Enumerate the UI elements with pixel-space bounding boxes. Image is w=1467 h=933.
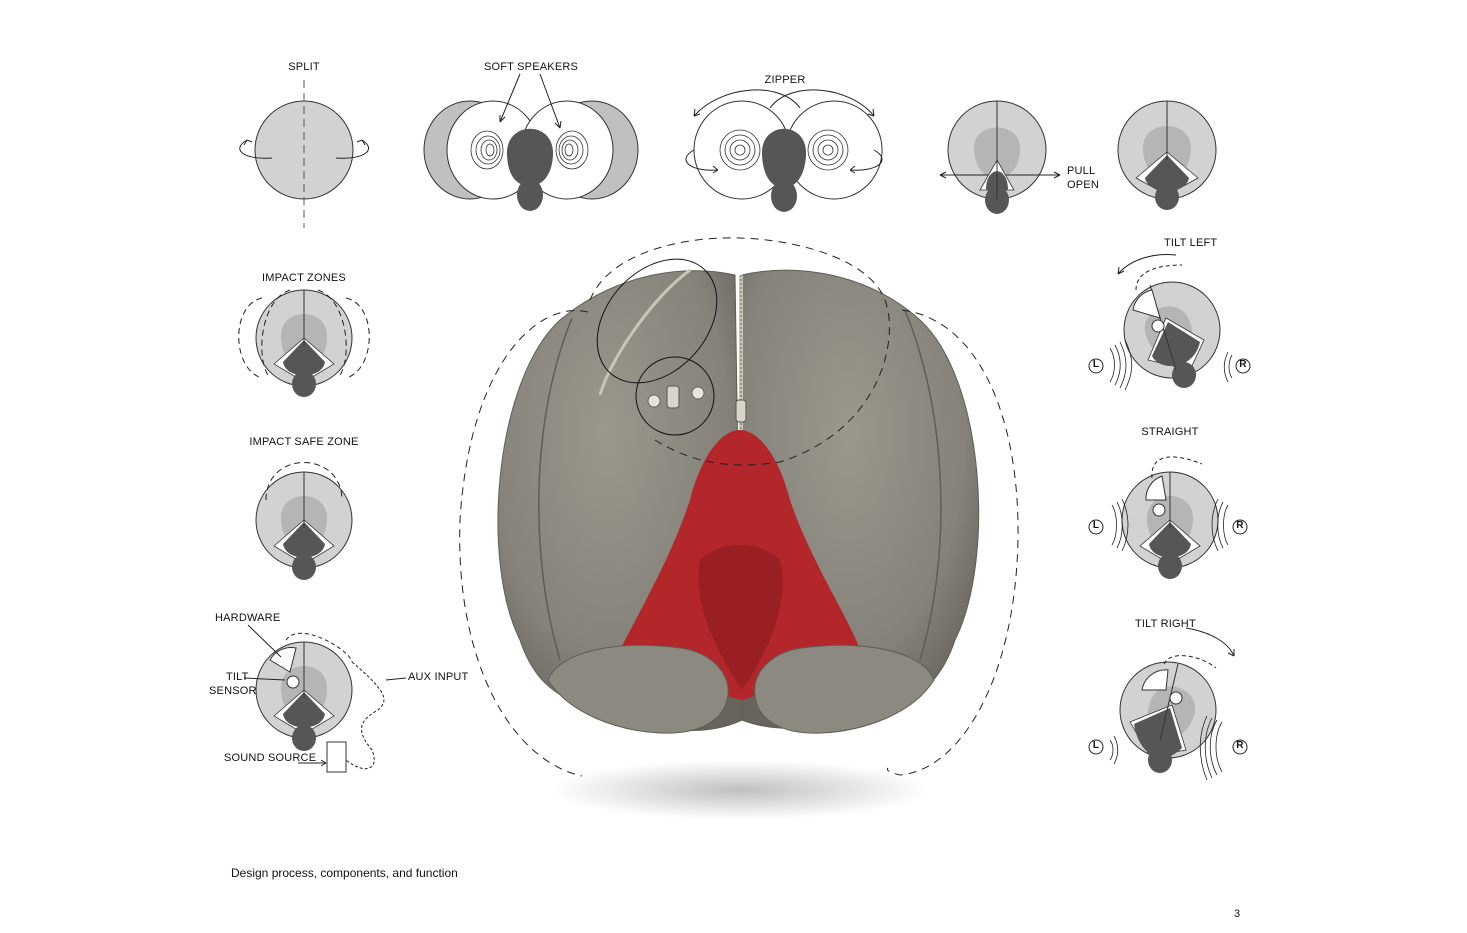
- marker-right-3: R: [1236, 740, 1244, 751]
- label-split: SPLIT: [288, 61, 320, 73]
- label-tilt: TILT: [226, 671, 249, 683]
- figure-caption: Design process, components, and function: [231, 866, 458, 880]
- tilt-left-diagram: [1109, 253, 1233, 391]
- tilt-right-diagram: [1109, 627, 1235, 781]
- label-soft-speakers: SOFT SPEAKERS: [483, 61, 579, 73]
- label-open: OPEN: [1067, 179, 1099, 191]
- label-tilt-right: TILT RIGHT: [1135, 618, 1196, 630]
- label-zipper: ZIPPER: [764, 74, 806, 86]
- label-tilt-left: TILT LEFT: [1164, 237, 1218, 249]
- marker-left-2: L: [1092, 520, 1100, 531]
- marker-left-1: L: [1092, 359, 1100, 370]
- pillow-dashed-outlines: [459, 237, 1019, 777]
- marker-left-3: L: [1092, 740, 1100, 751]
- straight-diagram: [1111, 456, 1229, 579]
- soft-speakers-diagram: [423, 73, 639, 211]
- label-hardware: HARDWARE: [215, 612, 281, 624]
- page-number: 3: [1234, 908, 1241, 920]
- label-pull: PULL: [1067, 165, 1096, 177]
- label-impact-safe-zone: IMPACT SAFE ZONE: [249, 436, 359, 448]
- label-sensor: SENSOR: [209, 685, 257, 697]
- label-sound-source: SOUND SOURCE: [224, 752, 317, 764]
- marker-right-1: R: [1239, 359, 1247, 370]
- hardware-diagram: [243, 624, 407, 773]
- pull-open-diagram: [939, 100, 1217, 214]
- pillow-photo: [497, 258, 980, 820]
- zipper-diagram: [685, 89, 883, 212]
- label-straight: STRAIGHT: [1141, 426, 1199, 438]
- split-diagram: [239, 80, 369, 228]
- label-aux-input: AUX INPUT: [408, 671, 469, 683]
- impact-safe-zone-diagram: [255, 462, 353, 580]
- label-impact-zones: IMPACT ZONES: [262, 272, 346, 284]
- impact-zones-diagram: [238, 289, 370, 397]
- speaker-markers: [1088, 358, 1251, 755]
- marker-right-2: R: [1236, 520, 1244, 531]
